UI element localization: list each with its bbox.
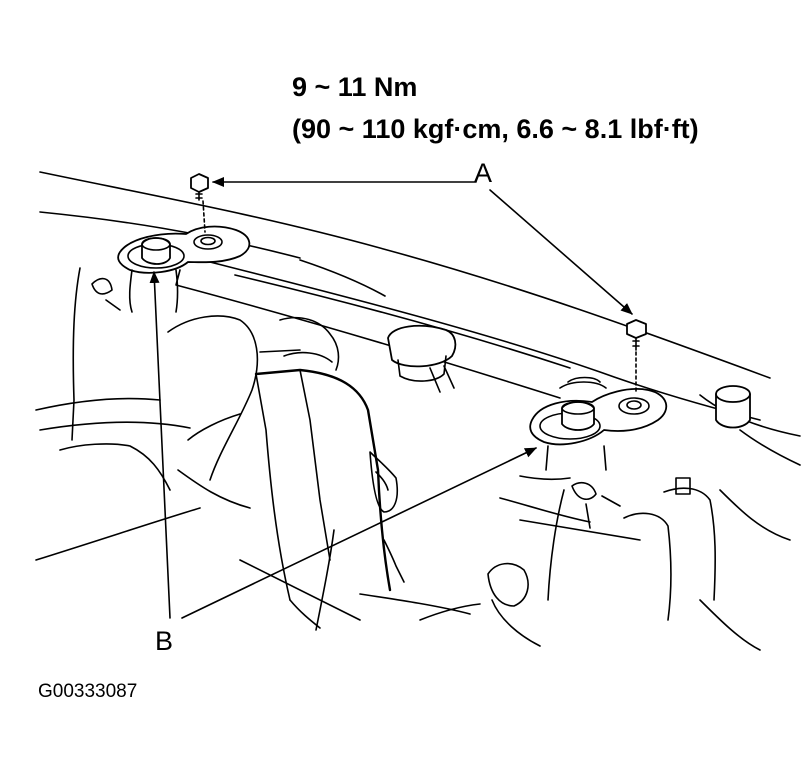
figure-id: G00333087 xyxy=(38,681,138,702)
torque-spec-alt-units: (90 ~ 110 kgf·cm, 6.6 ~ 8.1 lbf·ft) xyxy=(292,114,699,144)
callout-b-leaders xyxy=(149,271,537,619)
left-mount-assembly xyxy=(117,225,251,313)
body-panel-lines xyxy=(39,171,801,466)
center-bracket xyxy=(254,368,405,631)
bolt-a-left xyxy=(190,173,209,233)
torque-spec-nm: 9 ~ 11 Nm xyxy=(292,72,418,102)
right-fitting xyxy=(715,385,751,429)
callout-a-leaders xyxy=(212,177,633,315)
right-engine-details xyxy=(35,475,791,651)
callout-label-a: A xyxy=(474,158,493,188)
bolt-a-right xyxy=(626,319,647,393)
radiator-cap xyxy=(387,324,457,393)
left-engine-details xyxy=(35,267,340,509)
right-mount-assembly xyxy=(529,376,668,471)
callout-label-b: B xyxy=(155,626,174,656)
